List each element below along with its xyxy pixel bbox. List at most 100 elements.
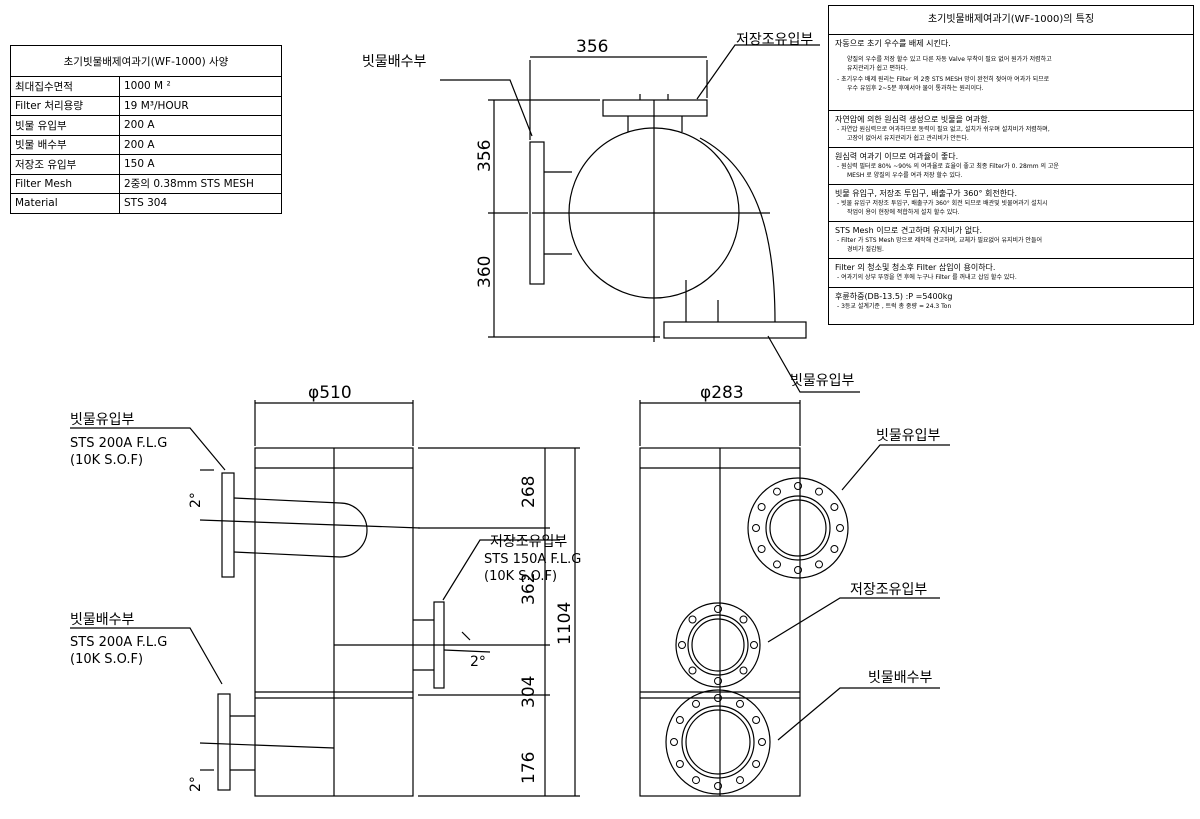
- dim-height-lower: 360: [475, 256, 495, 288]
- feature-line: - 원심력 필터로 80% ~90% 의 여과율로 효율이 좋고 최종 Filt…: [837, 163, 1059, 170]
- storage-spec-2: (10K S.O.F): [484, 569, 557, 584]
- bolt-hole: [688, 666, 697, 675]
- dim-seg-3: 304: [519, 676, 539, 708]
- bolt-hole: [670, 738, 678, 746]
- bolt-hole: [836, 524, 844, 532]
- label-storage-side: 저장조유입부: [850, 582, 927, 598]
- feature-heading: 자연압에 의한 원심력 생성으로 빗물을 여과함.: [835, 115, 991, 124]
- label-inlet-front: 빗물유입부: [70, 412, 135, 428]
- dim-seg-4: 176: [519, 752, 539, 784]
- top-view: [440, 44, 860, 393]
- bolt-hole: [675, 760, 684, 768]
- feature-heading: 원심력 여과기 이므로 여과율이 좋다.: [835, 152, 959, 161]
- bolt-hole: [739, 666, 748, 675]
- spec-table-title: 초기빗물배제여과기(WF-1000) 사양: [10, 45, 282, 77]
- bolt-hole: [794, 566, 802, 574]
- feature-line: - 3등교 설계기준 , 트럭 총 중량 = 24.3 Ton: [837, 302, 952, 310]
- label-drain-side: 빗물배수부: [868, 670, 933, 686]
- top-view-labels: 356 356 360 빗물배수부 저장조유입부 빗물유입부: [362, 32, 855, 389]
- feature-line: - 자연압 원심력으로 여과하므로 동력이 필요 없고, 설치가 쉬우며 설치비…: [837, 126, 1050, 133]
- inlet-spec-2: (10K S.O.F): [70, 453, 143, 468]
- angle-storage: 2°: [470, 654, 486, 670]
- bolt-hole: [714, 677, 722, 685]
- features-title: 초기빗물배제여과기(WF-1000)의 특징: [829, 6, 1193, 35]
- bolt-hole: [815, 487, 823, 496]
- drain-spec-2: (10K S.O.F): [70, 652, 143, 667]
- spec-label: Filter 처리용량: [10, 95, 120, 116]
- feature-line: - 초기우수 배제 원리는 Filter 의 2중 STS MESH 망이 완전…: [837, 76, 1050, 83]
- label-inlet-top: 빗물유입부: [790, 373, 855, 389]
- bolt-hole: [757, 503, 766, 511]
- feature-section: 빗물 유입구, 저장조 투입구, 배출구가 360° 회전한다. - 빗물 유입…: [829, 185, 1193, 222]
- bolt-hole: [678, 641, 686, 649]
- dim-width-top: 356: [576, 37, 608, 57]
- side-view-labels: φ283 빗물유입부 저장조유입부 빗물배수부: [700, 383, 941, 686]
- feature-section: Filter 의 청소및 청소후 Filter 삽입이 용이하다. - 여과기의…: [829, 259, 1193, 288]
- feature-line: 유지관리가 쉽고 편하다.: [847, 64, 908, 72]
- bolt-hole: [714, 694, 722, 702]
- spec-value: 200 A: [119, 115, 282, 136]
- bolt-hole: [739, 615, 748, 624]
- bolt-hole: [736, 699, 744, 708]
- bolt-hole: [815, 560, 823, 569]
- dim-diameter-front: φ510: [308, 383, 352, 403]
- dim-height-upper: 356: [475, 140, 495, 172]
- angle-drain: 2°: [188, 776, 204, 792]
- bolt-hole: [688, 615, 697, 624]
- front-view: [70, 400, 580, 797]
- table-row: Filter 처리용량 19 M³/HOUR: [10, 95, 282, 116]
- bolt-hole: [752, 760, 761, 768]
- feature-heading: 빗물 유입구, 저장조 투입구, 배출구가 360° 회전한다.: [835, 189, 1017, 198]
- feature-line: 양질의 우수를 저장 할수 있고 다른 자동 Valve 부착이 필요 없어 원…: [847, 56, 1052, 63]
- bolt-hole: [758, 738, 766, 746]
- features-box: 초기빗물배제여과기(WF-1000)의 특징 자동으로 초기 우수를 배제 시킨…: [828, 5, 1194, 325]
- spec-value: 200 A: [119, 134, 282, 155]
- bolt-hole: [773, 487, 781, 496]
- spec-label: 최대집수면적: [10, 76, 120, 97]
- bolt-hole: [736, 776, 744, 785]
- feature-heading: 자동으로 초기 우수를 배제 시킨다.: [835, 39, 951, 48]
- spec-value: 19 M³/HOUR: [119, 95, 282, 116]
- spec-label: 빗물 유입부: [10, 115, 120, 136]
- bolt-hole: [714, 782, 722, 790]
- feature-line: 우수 유입후 2~5분 후에서야 물이 통과하는 원리이다.: [847, 84, 984, 92]
- feature-line: - 여과기의 상부 뚜껑을 연 후에 누구나 Filter 를 꺼내고 삽입 할…: [837, 274, 1017, 281]
- bolt-hole: [752, 524, 760, 532]
- spec-value: STS 304: [119, 193, 282, 214]
- drain-spec-1: STS 200A F.L.G: [70, 635, 167, 650]
- feature-line: 경비가 절감됨.: [847, 245, 884, 253]
- spec-label: Material: [10, 193, 120, 214]
- feature-section: 원심력 여과기 이므로 여과율이 좋다. - 원심력 필터로 80% ~90% …: [829, 148, 1193, 185]
- feature-line: MESH 로 양질의 우수를 여과 저장 할수 있다.: [847, 171, 963, 179]
- bolt-hole: [830, 545, 839, 553]
- bolt-hole: [830, 503, 839, 511]
- dim-total: 1104: [555, 602, 575, 645]
- feature-section: 자연압에 의한 원심력 생성으로 빗물을 여과함. - 자연압 원심력으로 여과…: [829, 111, 1193, 148]
- spec-value: 150 A: [119, 154, 282, 175]
- feature-line: 작업이 용이 현장에 적합하게 설치 할수 있다.: [847, 208, 960, 216]
- dim-seg-2: 362: [519, 573, 539, 605]
- angle-inlet: 2°: [188, 492, 204, 508]
- spec-value: 1000 M ²: [119, 76, 282, 97]
- feature-line: - Filter 가 STS Mesh 망으로 제작해 견고하며, 교체가 필요…: [837, 237, 1042, 244]
- bolt-hole: [757, 545, 766, 553]
- bolt-hole: [692, 699, 700, 708]
- bolt-hole: [750, 641, 758, 649]
- feature-line: - 빗물 유입구 저장조 투입구, 배출구가 360° 회전 되므로 배관및 빗…: [837, 200, 1048, 207]
- feature-line: 고장이 없어서 유지관리가 쉽고 관리비가 안든다.: [847, 134, 969, 142]
- label-storage-inlet-top: 저장조유입부: [736, 32, 813, 48]
- label-drain-top: 빗물배수부: [362, 54, 427, 70]
- bolt-hole: [714, 605, 722, 613]
- storage-spec-1: STS 150A F.L.G: [484, 552, 581, 567]
- label-inlet-side: 빗물유입부: [876, 428, 941, 444]
- dim-seg-1: 268: [519, 476, 539, 508]
- bolt-hole: [675, 716, 684, 724]
